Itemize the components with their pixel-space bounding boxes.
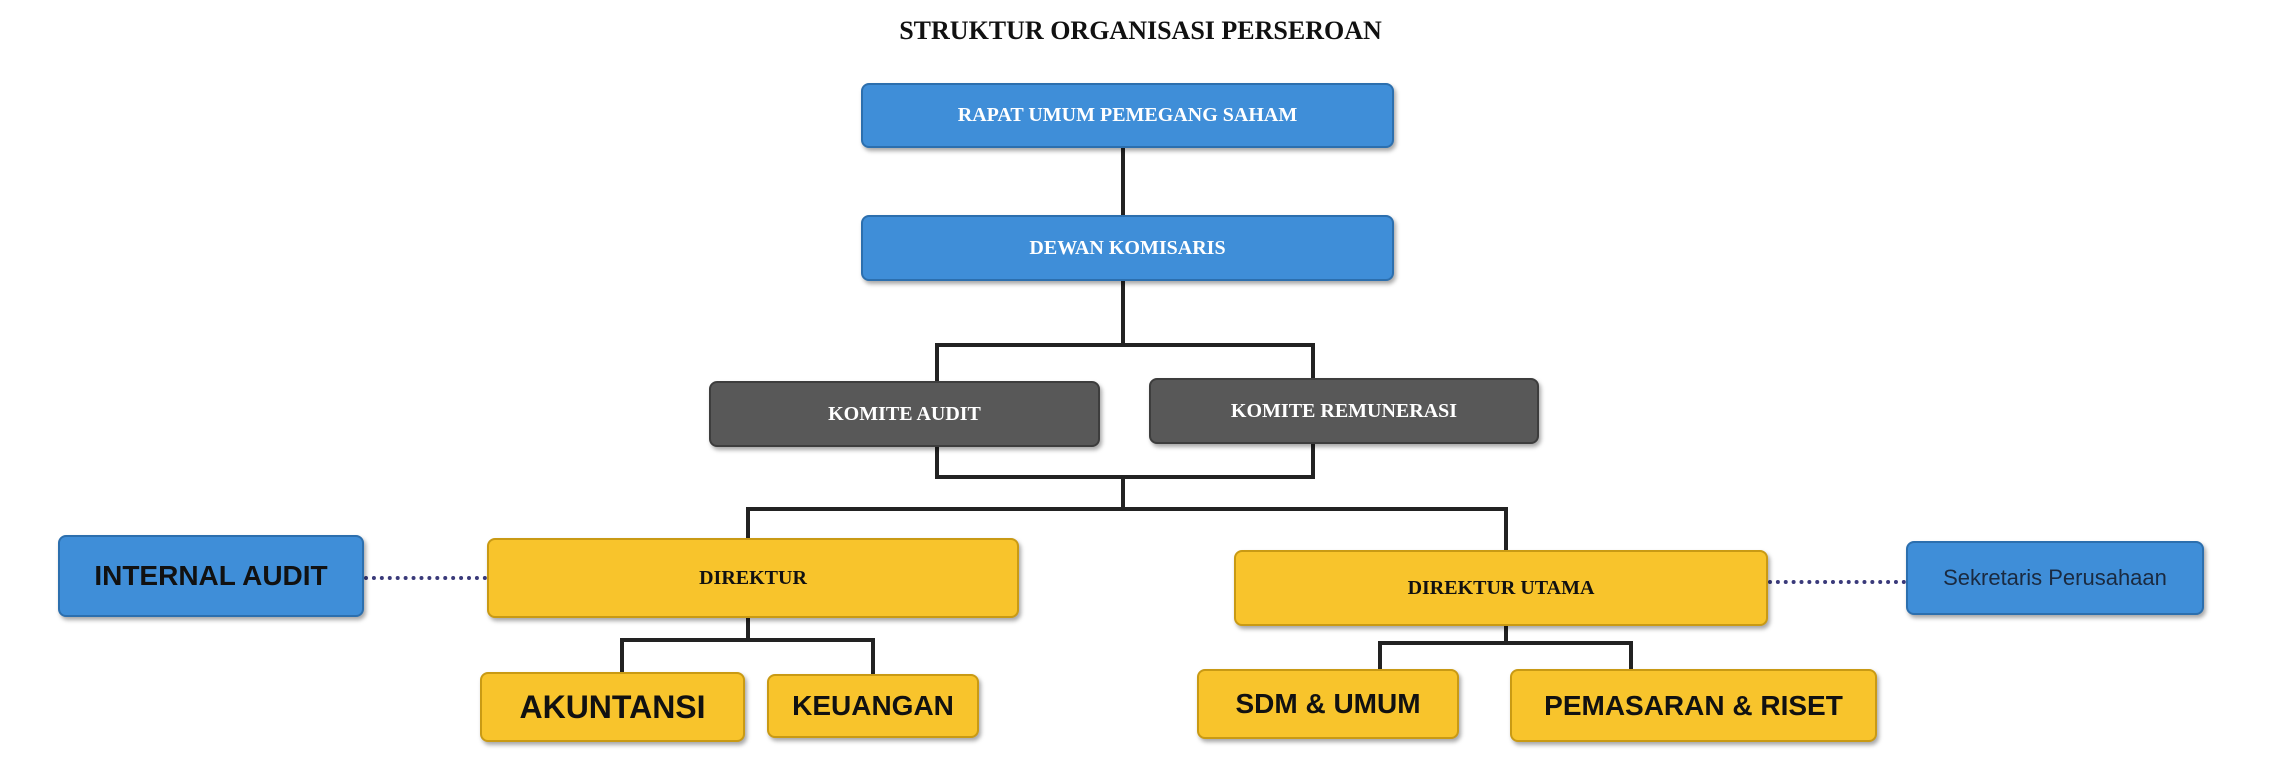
connector-line — [871, 638, 875, 674]
node-internal-audit: INTERNAL AUDIT — [58, 535, 364, 617]
connector-line — [746, 507, 1508, 511]
connector-line — [1311, 444, 1315, 479]
node-akuntansi: AKUNTANSI — [480, 672, 745, 742]
connector-line — [935, 343, 1315, 347]
node-komite-audit: KOMITE AUDIT — [709, 381, 1100, 447]
connector-line — [1121, 477, 1125, 509]
node-keuangan: KEUANGAN — [767, 674, 979, 738]
connector-line — [935, 447, 939, 479]
connector-line — [1378, 641, 1633, 645]
node-pemasaran-riset: PEMASARAN & RISET — [1510, 669, 1877, 742]
dotted-connector — [1768, 580, 1906, 584]
connector-line — [1378, 641, 1382, 669]
node-sdm-umum: SDM & UMUM — [1197, 669, 1459, 739]
connector-line — [1629, 641, 1633, 669]
node-rups: RAPAT UMUM PEMEGANG SAHAM — [861, 83, 1394, 148]
node-dewan-komisaris: DEWAN KOMISARIS — [861, 215, 1394, 281]
node-komite-remunerasi: KOMITE REMUNERASI — [1149, 378, 1539, 444]
connector-line — [620, 638, 624, 672]
connector-line — [746, 618, 750, 641]
connector-line — [746, 507, 750, 538]
dotted-connector — [364, 576, 487, 580]
node-sekretaris-perusahaan: Sekretaris Perusahaan — [1906, 541, 2204, 615]
connector-line — [935, 475, 1315, 479]
connector-line — [620, 638, 875, 642]
node-direktur-utama: DIREKTUR UTAMA — [1234, 550, 1768, 626]
connector-line — [1121, 148, 1125, 215]
connector-line — [935, 343, 939, 381]
connector-line — [1311, 343, 1315, 379]
connector-line — [1504, 626, 1508, 644]
connector-line — [1504, 507, 1508, 550]
connector-line — [1121, 281, 1125, 345]
chart-title: STRUKTUR ORGANISASI PERSEROAN — [899, 16, 1382, 45]
node-direktur: DIREKTUR — [487, 538, 1019, 618]
